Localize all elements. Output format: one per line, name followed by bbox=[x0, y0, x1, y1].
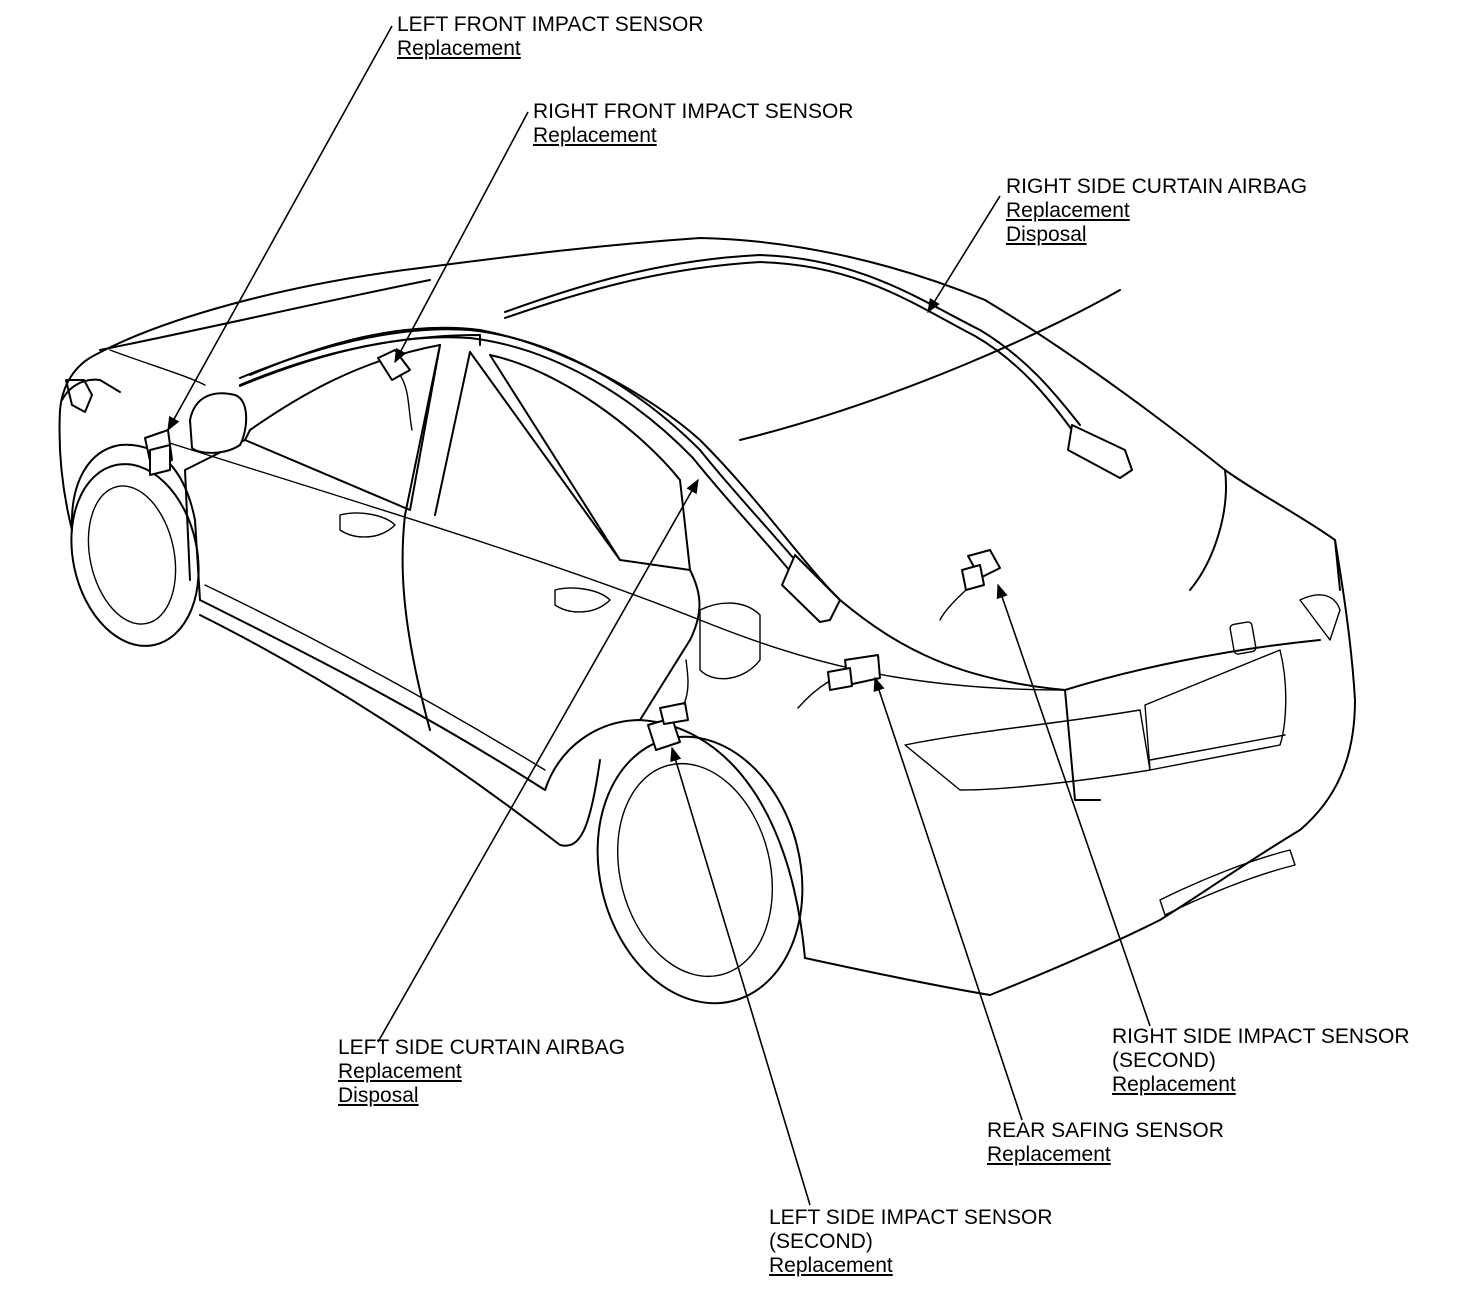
callout-left-front-impact-sensor: LEFT FRONT IMPACT SENSOR Replacement bbox=[397, 13, 704, 61]
right-front-impact-sensor-graphic bbox=[377, 349, 413, 431]
callout-right-side-impact-sensor-second: RIGHT SIDE IMPACT SENSOR (SECOND) Replac… bbox=[1112, 1025, 1410, 1097]
callout-title: LEFT FRONT IMPACT SENSOR bbox=[397, 13, 704, 36]
left-side-impact-sensor-graphic bbox=[647, 659, 689, 751]
callout-subtitle: (SECOND) bbox=[1112, 1049, 1216, 1072]
leader-left-front-impact bbox=[167, 25, 393, 432]
right-side-curtain-airbag-graphic bbox=[504, 254, 1133, 479]
replacement-link[interactable]: Replacement bbox=[338, 1060, 462, 1083]
left-side-curtain-airbag-graphic bbox=[239, 328, 841, 623]
replacement-link[interactable]: Replacement bbox=[1112, 1073, 1236, 1096]
leader-right-side-impact bbox=[996, 583, 1151, 1027]
replacement-link[interactable]: Replacement bbox=[533, 124, 657, 147]
replacement-link[interactable]: Replacement bbox=[1006, 199, 1130, 222]
callout-rear-safing-sensor: REAR SAFING SENSOR Replacement bbox=[987, 1119, 1224, 1167]
callout-subtitle: (SECOND) bbox=[769, 1230, 873, 1253]
callout-title: RIGHT SIDE IMPACT SENSOR bbox=[1112, 1025, 1410, 1048]
rear-safing-sensor-graphic bbox=[797, 654, 881, 709]
callout-title: RIGHT SIDE CURTAIN AIRBAG bbox=[1006, 175, 1308, 198]
callout-title: RIGHT FRONT IMPACT SENSOR bbox=[533, 100, 854, 123]
callout-title: LEFT SIDE CURTAIN AIRBAG bbox=[338, 1036, 626, 1059]
leader-lines bbox=[167, 25, 1151, 1206]
callout-title: REAR SAFING SENSOR bbox=[987, 1119, 1224, 1142]
leader-rear-safing bbox=[873, 676, 1023, 1121]
left-front-impact-sensor-graphic bbox=[144, 429, 173, 476]
callout-right-front-impact-sensor: RIGHT FRONT IMPACT SENSOR Replacement bbox=[533, 100, 853, 148]
disposal-link[interactable]: Disposal bbox=[1006, 223, 1087, 246]
callout-right-side-curtain-airbag: RIGHT SIDE CURTAIN AIRBAG Replacement Di… bbox=[1006, 175, 1307, 247]
leader-right-side-curtain bbox=[927, 195, 1001, 314]
replacement-link[interactable]: Replacement bbox=[987, 1143, 1111, 1166]
leader-left-side-curtain bbox=[377, 478, 699, 1043]
callout-left-side-curtain-airbag: LEFT SIDE CURTAIN AIRBAG Replacement Dis… bbox=[338, 1036, 625, 1108]
callout-title: LEFT SIDE IMPACT SENSOR bbox=[769, 1206, 1053, 1229]
right-side-impact-sensor-graphic bbox=[939, 549, 1001, 621]
callout-left-side-impact-sensor-second: LEFT SIDE IMPACT SENSOR (SECOND) Replace… bbox=[769, 1206, 1053, 1278]
leader-left-side-impact bbox=[670, 746, 811, 1206]
leader-right-front-impact bbox=[394, 111, 529, 364]
car-body-outline bbox=[58, 237, 1356, 1005]
replacement-link[interactable]: Replacement bbox=[769, 1254, 893, 1277]
disposal-link[interactable]: Disposal bbox=[338, 1084, 419, 1107]
replacement-link[interactable]: Replacement bbox=[397, 37, 521, 60]
